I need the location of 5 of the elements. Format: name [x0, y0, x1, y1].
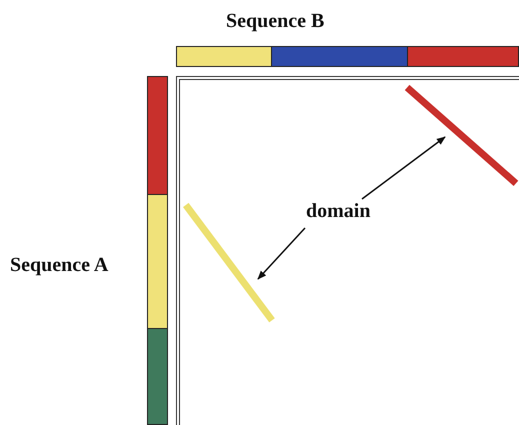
- axis-title: Sequence B: [226, 10, 324, 33]
- axis-title: Sequence A: [10, 254, 108, 277]
- arrow: [257, 228, 306, 280]
- annotation-label: domain: [306, 200, 370, 223]
- arrow: [362, 136, 446, 200]
